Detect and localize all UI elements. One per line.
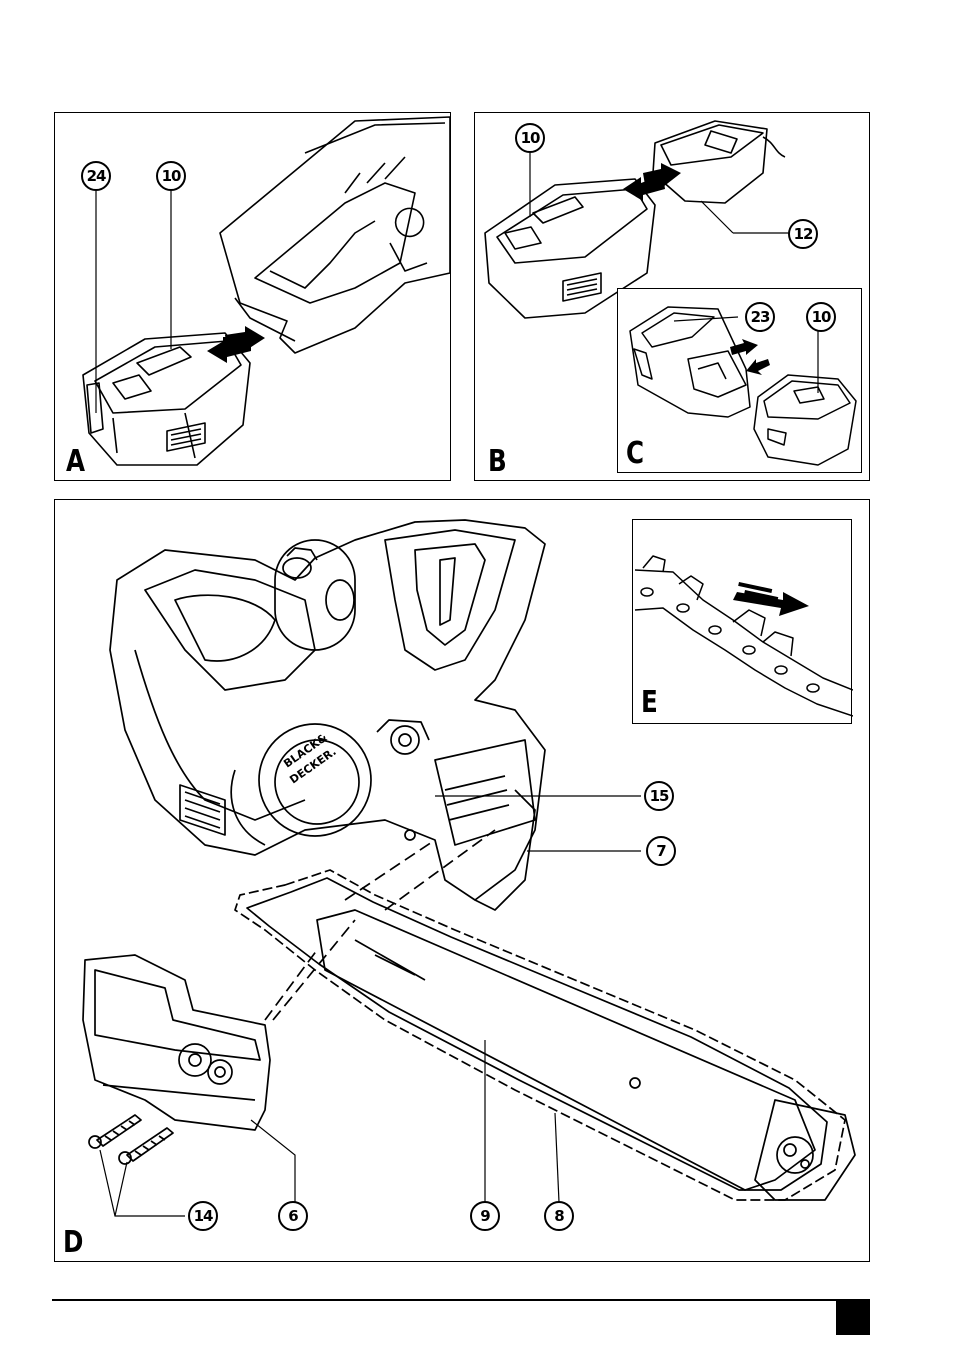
side-cover-outline bbox=[83, 955, 270, 1130]
panel-b-letter: B bbox=[488, 447, 507, 477]
panel-d-leaders bbox=[100, 796, 641, 1216]
panel-e-letter: E bbox=[641, 688, 658, 718]
callout-6: 6 bbox=[278, 1201, 308, 1231]
callout-12: 12 bbox=[788, 219, 818, 249]
panel-b: 10 12 B 23 10 C bbox=[474, 112, 870, 481]
callout-15: 15 bbox=[644, 781, 674, 811]
panel-e: E bbox=[632, 519, 852, 724]
guide-bar-outline bbox=[317, 910, 815, 1190]
saw-chain-outline bbox=[235, 870, 845, 1200]
panel-c-letter: C bbox=[626, 439, 644, 469]
c-insertion-arrows bbox=[730, 339, 770, 375]
panel-a-illustration bbox=[55, 113, 452, 482]
callout-7: 7 bbox=[646, 836, 676, 866]
callout-23: 23 bbox=[745, 302, 775, 332]
screw-2 bbox=[127, 1128, 173, 1161]
callout-10: 10 bbox=[156, 161, 186, 191]
callout-9: 9 bbox=[470, 1201, 500, 1231]
footer-rule bbox=[52, 1299, 870, 1301]
callout-14: 14 bbox=[188, 1201, 218, 1231]
page-marker bbox=[836, 1299, 870, 1335]
callout-10-b: 10 bbox=[515, 123, 545, 153]
screw-1 bbox=[97, 1115, 141, 1146]
chain-links-e bbox=[635, 570, 853, 690]
b-insertion-arrows bbox=[623, 163, 681, 201]
callout-8: 8 bbox=[544, 1201, 574, 1231]
panel-c: 23 10 C bbox=[617, 288, 862, 473]
direction-arrow bbox=[733, 582, 809, 616]
panel-a-letter: A bbox=[66, 447, 85, 477]
brand-badge: BLACK& DECKER. bbox=[281, 731, 338, 787]
panel-e-illustration bbox=[633, 520, 853, 725]
panel-d-letter: D bbox=[63, 1228, 83, 1258]
callout-24: 24 bbox=[81, 161, 111, 191]
panel-a: 24 10 A bbox=[54, 112, 451, 481]
callout-10-c: 10 bbox=[806, 302, 836, 332]
panel-d: BLACK& DECKER. 15 7 14 6 9 8 D bbox=[54, 499, 870, 1262]
